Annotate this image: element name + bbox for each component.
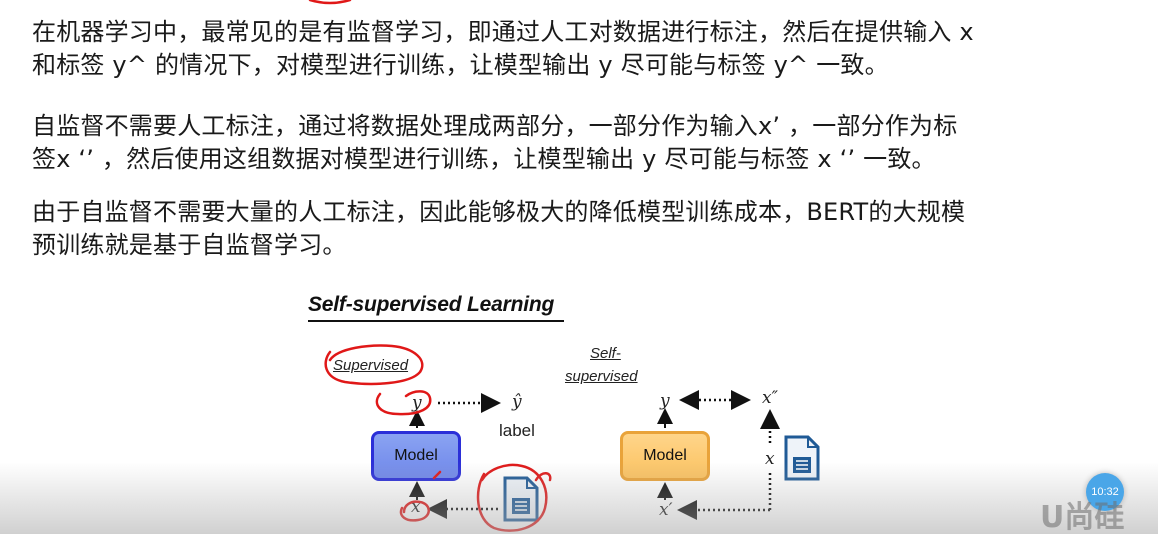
left-output-y: y [412,393,422,413]
paragraph-line: 和标签 y^ 的情况下，对模型进行训练，让模型输出 y 尽可能与标签 y^ 一致… [32,51,889,79]
paragraph-line: 由于自监督不需要大量的人工标注，因此能够极大的降低模型训练成本，BERT的大规模 [32,198,966,226]
paragraph-line: 在机器学习中，最常见的是有监督学习，即通过人工对数据进行标注，然后在提供输入 x [32,18,974,46]
right-source-x: x [765,449,775,469]
paragraph-self-supervised: 自监督不需要人工标注，通过将数据处理成两部分，一部分作为输入x’ ，一部分作为标… [32,110,1142,176]
right-target-x2: x″ [762,388,778,408]
figure-title-underline [308,320,564,322]
document-icon [503,476,539,522]
right-output-y: y [660,391,670,411]
figure-title: Self-supervised Learning [308,293,555,316]
paragraph-supervised: 在机器学习中，最常见的是有监督学习，即通过人工对数据进行标注，然后在提供输入 x… [32,16,1142,82]
paragraph-bert: 由于自监督不需要大量的人工标注，因此能够极大的降低模型训练成本，BERT的大规模… [32,196,1142,262]
paragraph-line: 预训练就是基于自监督学习。 [32,231,347,259]
self-supervised-label-line1: Self- [590,345,621,362]
paragraph-line: 签x ‘’ ，然后使用这组数据对模型进行训练，让模型输出 y 尽可能与标签 x … [32,145,936,173]
left-target-caption: label [499,421,535,440]
clock-badge[interactable]: 10:32 [1086,473,1124,511]
self-supervised-label-line2: supervised [565,368,638,385]
paragraph-line: 自监督不需要人工标注，通过将数据处理成两部分，一部分作为输入x’ ，一部分作为标 [32,112,958,140]
left-target-yhat: ŷ [512,392,522,412]
document-icon [784,435,820,481]
supervised-label: Supervised [333,357,409,374]
brand-watermark: U尚硅 [1040,500,1125,534]
red-annotation-strokes [308,0,552,532]
